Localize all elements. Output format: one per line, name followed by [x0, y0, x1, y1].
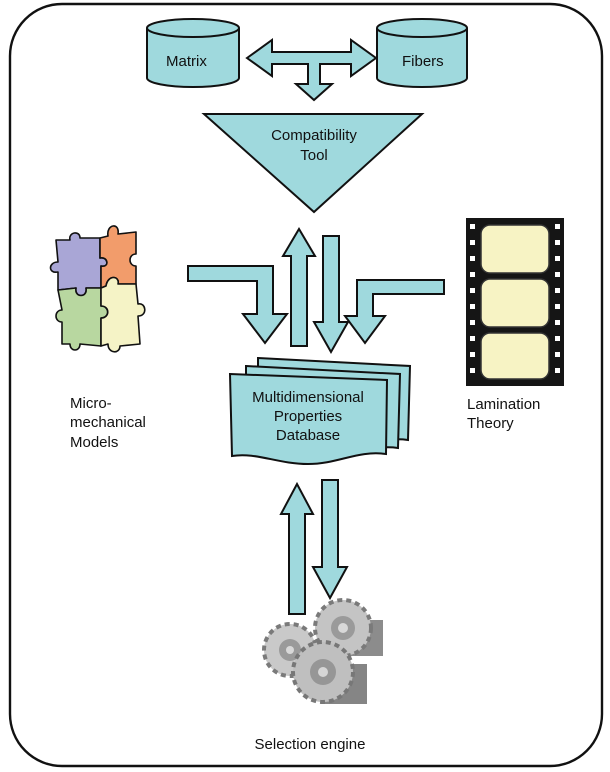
- database-label-line2: Properties: [273, 408, 343, 425]
- film-strip-icon: [466, 218, 564, 386]
- gears-icon: [262, 598, 383, 704]
- micromechanical-label-line2: mechanical: [70, 414, 146, 431]
- compatibility-label-line1: Compatibility: [271, 127, 357, 144]
- left-elbow-arrow: [187, 265, 290, 345]
- down-arrow-lower: [311, 479, 349, 601]
- lamination-label-line1: Lamination: [467, 396, 541, 413]
- outer-frame: [8, 2, 604, 768]
- database-stack: [228, 356, 412, 466]
- compatibility-triangle: [201, 113, 425, 214]
- compatibility-label-line2: Tool: [300, 147, 328, 164]
- right-elbow-arrow: [343, 279, 445, 345]
- up-arrow-center: [281, 227, 317, 347]
- fibers-label: Fibers: [402, 53, 444, 70]
- up-arrow-lower: [279, 481, 315, 615]
- lamination-label-line2: Theory: [467, 415, 514, 432]
- matrix-cylinder: [146, 18, 240, 88]
- micromechanical-label-line3: Models: [70, 434, 119, 451]
- database-label-line3: Database: [275, 427, 341, 444]
- puzzle-pieces-icon: [49, 225, 146, 353]
- selection-engine-label: Selection engine: [254, 736, 366, 753]
- t-arrow: [245, 38, 378, 102]
- fibers-cylinder: [376, 18, 468, 88]
- matrix-label: Matrix: [166, 53, 207, 70]
- down-arrow-center: [312, 235, 350, 355]
- micromechanical-label-line1: Micro-: [70, 395, 112, 412]
- database-label-line1: Multidimensional: [252, 389, 364, 406]
